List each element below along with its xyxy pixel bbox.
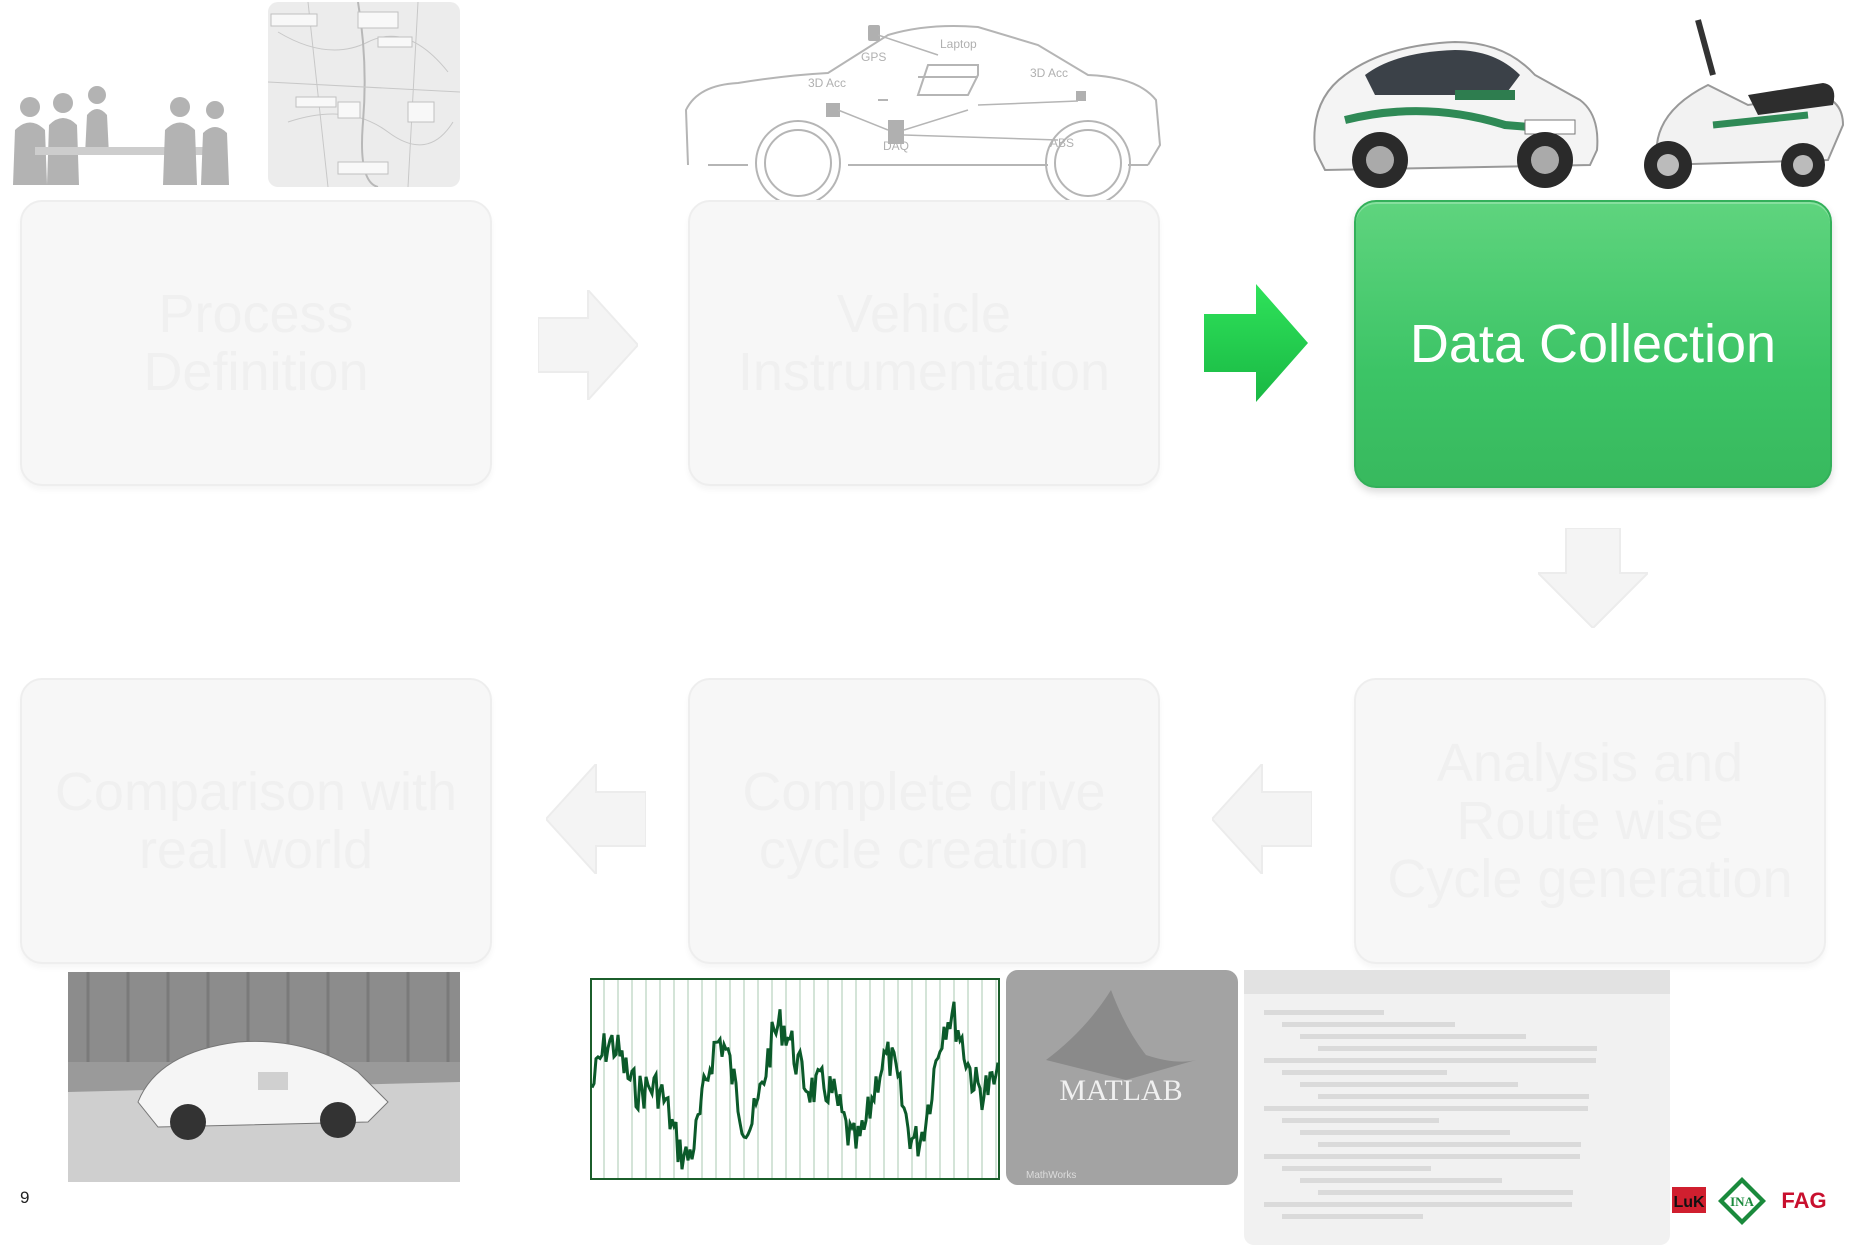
code-line — [1300, 1034, 1526, 1039]
code-line — [1264, 1154, 1580, 1159]
step-drive-cycle-creation: Complete drive cycle creation — [688, 678, 1160, 964]
luk-ina-fag-logo: LuK INA FAG — [1672, 1177, 1827, 1225]
code-line — [1282, 1070, 1447, 1075]
code-line — [1300, 1082, 1518, 1087]
drive-cycle-chart — [590, 978, 1000, 1180]
route-map-image — [268, 2, 460, 187]
step-label: Analysis and Route wise Cycle generation — [1387, 733, 1793, 909]
matlab-title: MATLAB — [1059, 1074, 1182, 1107]
matlab-footer: MathWorks — [1026, 1170, 1076, 1181]
page-number: 9 — [20, 1188, 30, 1207]
code-line — [1318, 1190, 1573, 1195]
laptop-label: Laptop — [940, 37, 977, 51]
code-editor-screenshot — [1244, 970, 1670, 1245]
code-line — [1264, 1202, 1572, 1207]
arrow-left-icon — [1212, 764, 1312, 874]
svg-text:FAG: FAG — [1781, 1188, 1826, 1213]
matlab-splash-image: MATLAB MathWorks — [1006, 970, 1238, 1185]
step-process-definition: Process Definition — [20, 200, 492, 486]
step-vehicle-instrumentation: Vehicle Instrumentation — [688, 200, 1160, 486]
step-label: Vehicle Instrumentation — [737, 284, 1111, 402]
code-line — [1264, 1010, 1384, 1015]
code-line — [1282, 1214, 1423, 1219]
code-line — [1318, 1142, 1581, 1147]
arrow-right-icon — [538, 290, 638, 400]
code-line — [1264, 1106, 1588, 1111]
code-line — [1300, 1130, 1510, 1135]
meeting-people-image — [13, 86, 229, 185]
test-car-photo — [1313, 40, 1599, 188]
test-bench-car-photo — [68, 972, 460, 1182]
arrow-left-icon — [546, 764, 646, 874]
drive-cycle-trace — [590, 1001, 1000, 1170]
step-label: Comparison with real world — [54, 762, 458, 880]
code-line — [1282, 1022, 1455, 1027]
code-line — [1264, 1058, 1596, 1063]
instrumented-car-diagram: GPS Laptop 3D Acc 3D Acc DAQ ABS — [684, 25, 1162, 200]
code-line — [1282, 1166, 1431, 1171]
step-label: Complete drive cycle creation — [742, 762, 1106, 880]
code-line — [1300, 1178, 1502, 1183]
arrow-right-active-icon — [1204, 284, 1308, 402]
acc-left-label: 3D Acc — [808, 76, 846, 90]
abs-label: ABS — [1050, 136, 1074, 150]
code-line — [1282, 1118, 1439, 1123]
arrow-down-icon — [1538, 528, 1648, 628]
step-data-collection: Data Collection — [1354, 200, 1832, 488]
svg-text:LuK: LuK — [1673, 1194, 1705, 1211]
step-label: Data Collection — [1409, 314, 1777, 374]
gps-label: GPS — [861, 50, 886, 64]
acc-right-label: 3D Acc — [1030, 66, 1068, 80]
step-comparison: Comparison with real world — [20, 678, 492, 964]
test-scooter-photo — [1644, 19, 1845, 189]
code-line — [1318, 1046, 1597, 1051]
svg-text:INA: INA — [1730, 1194, 1754, 1209]
step-analysis: Analysis and Route wise Cycle generation — [1354, 678, 1826, 964]
step-label: Process Definition — [143, 284, 369, 402]
code-line — [1318, 1094, 1589, 1099]
